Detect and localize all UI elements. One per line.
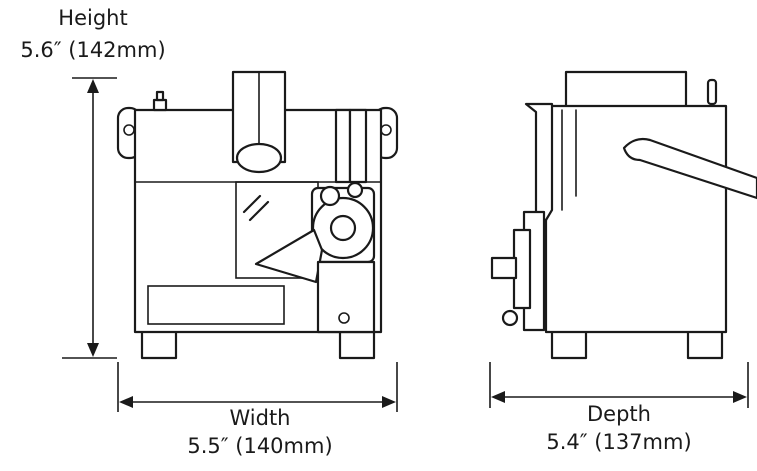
side-knob-stem [490, 256, 518, 280]
width-arrow-right [382, 396, 396, 408]
front-left-foot [140, 328, 178, 360]
side-left-foot [550, 328, 588, 360]
side-lever [706, 78, 718, 106]
height-arrow-up [87, 79, 99, 93]
depth-label: Depth [587, 402, 651, 426]
height-label: Height [58, 6, 128, 30]
side-screw [501, 309, 519, 327]
height-value: 5.6″ (142mm) [20, 38, 166, 62]
side-top-box [564, 70, 688, 110]
side-view [490, 70, 757, 360]
height-arrow-down [87, 343, 99, 357]
front-switch [155, 90, 165, 102]
width-value: 5.5″ (140mm) [187, 434, 333, 458]
front-chute-bottom [235, 142, 283, 174]
front-knob-right [346, 181, 364, 199]
front-v-guide [254, 228, 324, 284]
front-right-foot [338, 328, 376, 360]
width-label: Width [229, 406, 291, 430]
height-dimension [62, 77, 117, 359]
front-switch-base [152, 98, 168, 112]
side-handle [622, 137, 757, 200]
front-wheel-hub [329, 214, 357, 242]
front-slot [147, 285, 285, 325]
front-window-glint-1 [242, 194, 262, 214]
depth-dimension [489, 362, 749, 408]
front-carriage-hole [338, 312, 350, 324]
front-bar-right [348, 108, 368, 184]
depth-value: 5.4″ (137mm) [546, 430, 692, 454]
front-carriage [316, 260, 376, 334]
side-right-foot [686, 328, 724, 360]
depth-arrow-right [733, 391, 747, 403]
width-arrow-left [119, 396, 133, 408]
front-window-glint-2 [248, 200, 270, 222]
front-knob-left [319, 185, 341, 207]
width-dimension [117, 362, 398, 412]
side-front-guard [524, 102, 554, 222]
depth-arrow-left [491, 391, 505, 403]
front-view [116, 70, 399, 360]
front-bar-left [334, 108, 352, 184]
